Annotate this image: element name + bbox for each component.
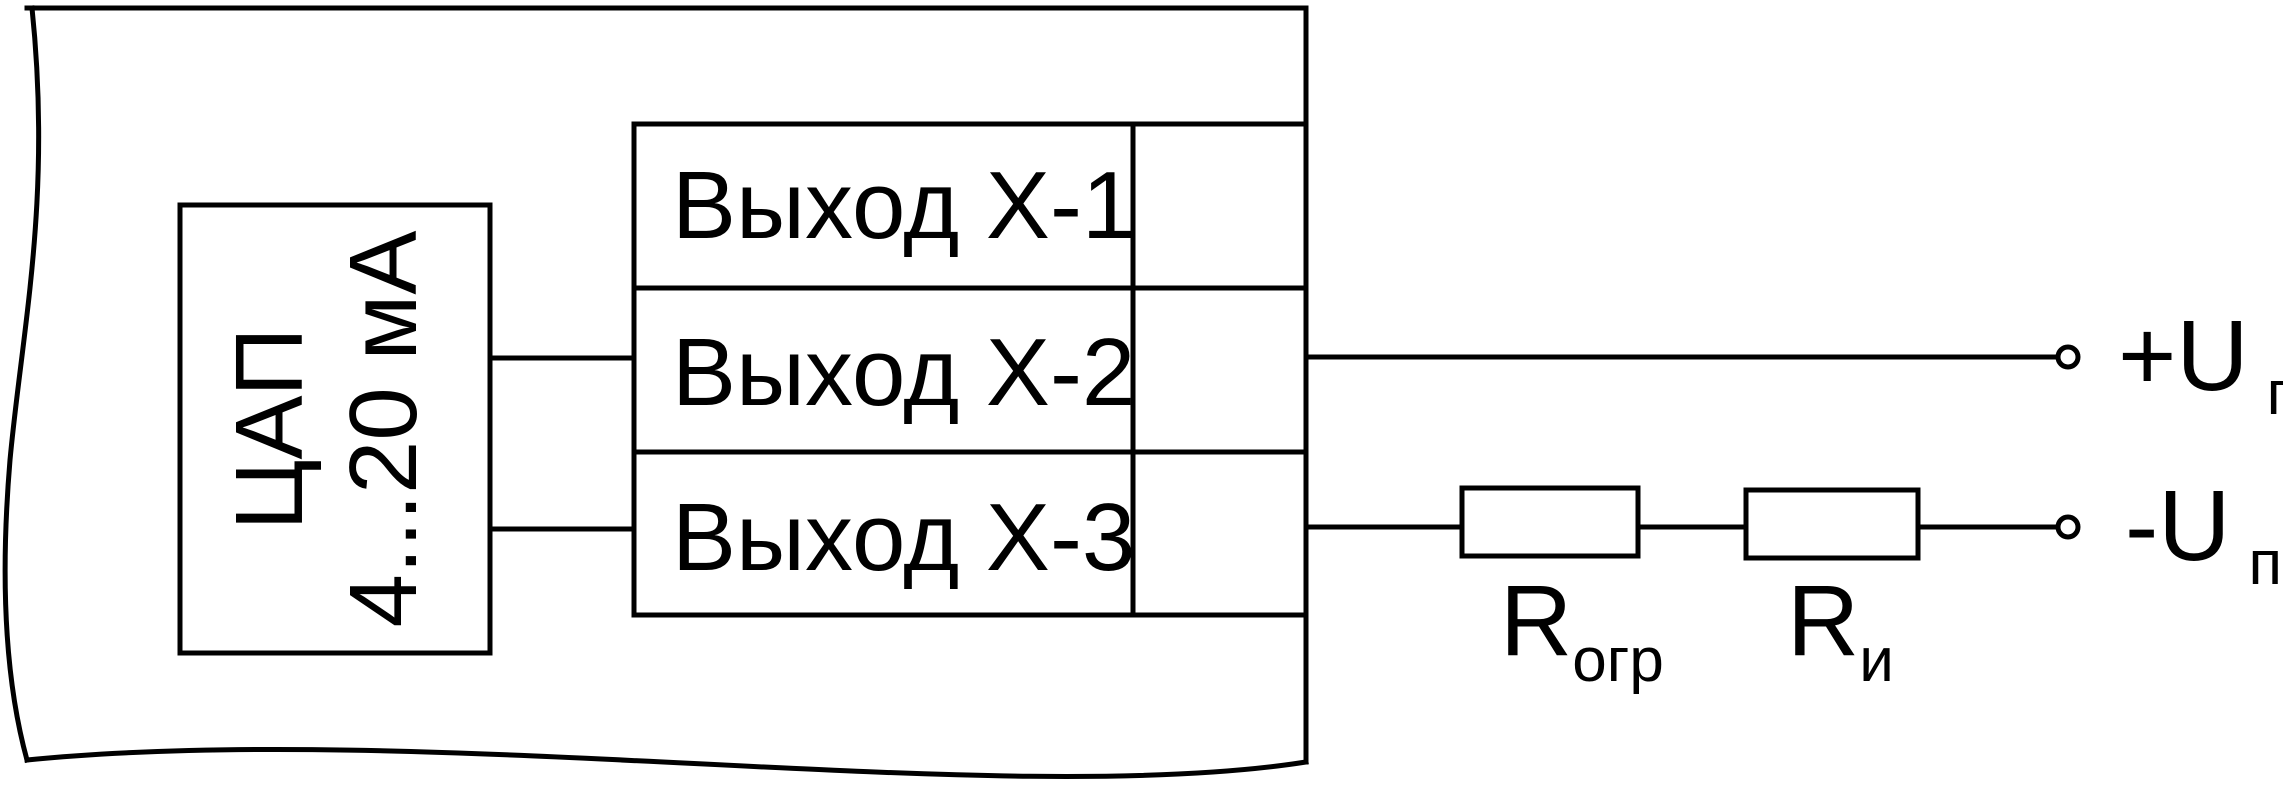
dac-label: ЦАП (216, 328, 323, 531)
measuring-resistor (1743, 487, 1921, 561)
positive-terminal (2055, 344, 2081, 370)
measuring-resistor-label: Rи (1787, 565, 1894, 695)
dac-block: ЦАП 4...20 мА (177, 202, 493, 656)
positive-supply-subscript: п (2267, 359, 2283, 428)
output-x2-label: Выход Х-2 (672, 319, 1135, 426)
dac-range-label: 4...20 мА (330, 231, 437, 628)
positive-supply-symbol: +U (2118, 300, 2249, 412)
measuring-resistor-symbol: R (1787, 565, 1859, 677)
measuring-resistor-subscript: и (1859, 626, 1894, 695)
output-x1-label: Выход Х-1 (672, 152, 1135, 259)
negative-supply-label: -U п (2125, 470, 2282, 598)
negative-supply-symbol: -U (2125, 470, 2231, 582)
external-circuit (1303, 344, 2081, 561)
positive-supply-label: +U п (2118, 300, 2283, 428)
limiting-resistor (1459, 485, 1641, 559)
output-x3-label: Выход Х-3 (672, 484, 1135, 591)
limiting-resistor-label: Rогр (1500, 565, 1664, 695)
dac-output-wires (487, 355, 637, 532)
limiting-resistor-subscript: огр (1572, 626, 1664, 695)
output-block: Выход Х-1 Выход Х-2 Выход Х-3 (631, 121, 1309, 618)
negative-supply-subscript: п (2249, 529, 2283, 598)
device-housing (2, 5, 1309, 779)
negative-terminal (2055, 514, 2081, 540)
limiting-resistor-symbol: R (1500, 565, 1572, 677)
